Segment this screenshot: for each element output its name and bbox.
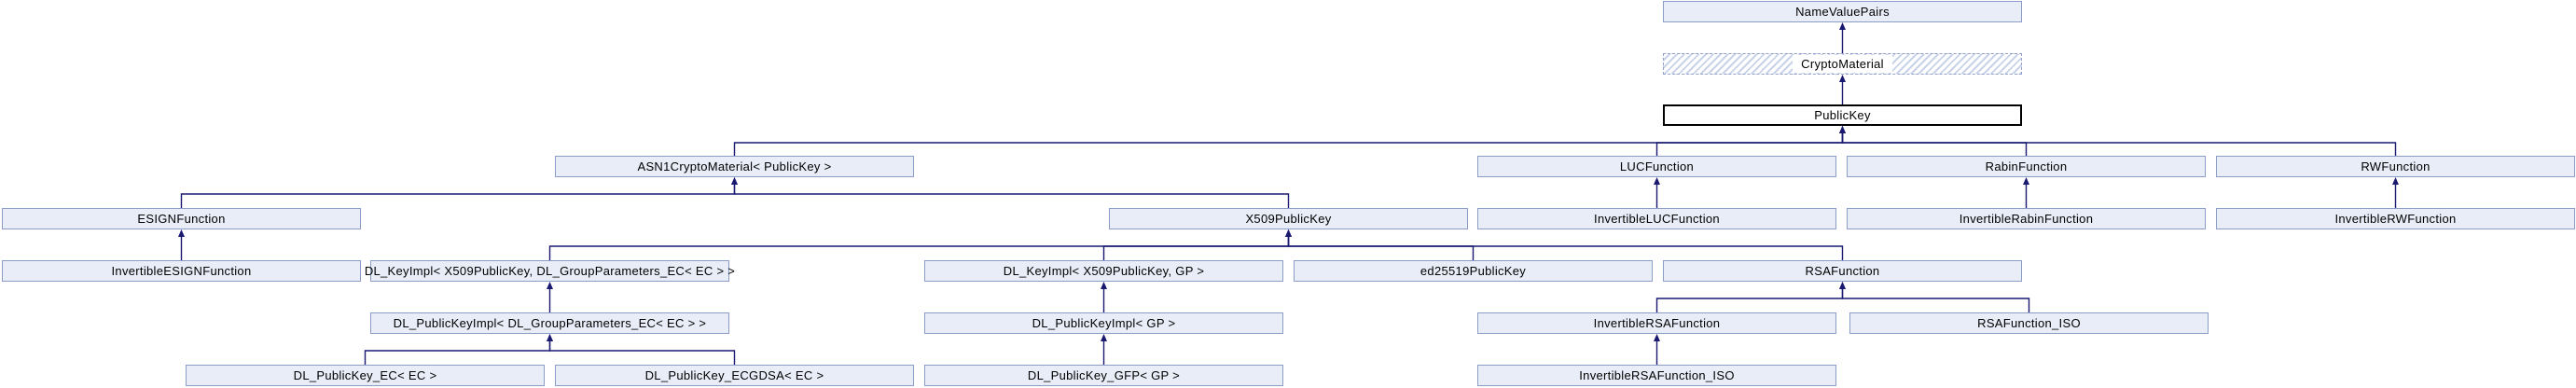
class-node-label: CryptoMaterial xyxy=(1793,55,1892,73)
inheritance-arrowhead xyxy=(1654,334,1660,341)
class-node-dl-publickey-ecgdsa[interactable]: DL_PublicKey_ECGDSA< EC > xyxy=(555,365,914,386)
class-node-label: RSAFunction xyxy=(1805,264,1880,278)
inheritance-arrowhead xyxy=(547,334,553,341)
inheritance-edge xyxy=(1655,132,1844,156)
class-node-invertible-rw-function[interactable]: InvertibleRWFunction xyxy=(2216,208,2575,229)
class-node-label: InvertibleLUCFunction xyxy=(1594,212,1720,226)
class-node-label: DL_KeyImpl< X509PublicKey, GP > xyxy=(1003,264,1205,278)
class-node-label: RabinFunction xyxy=(1985,159,2068,173)
class-node-rsa-function-iso[interactable]: RSAFunction_ISO xyxy=(1849,312,2209,334)
class-node-label: InvertibleRWFunction xyxy=(2334,212,2457,226)
class-node-dl-publickey-ec[interactable]: DL_PublicKey_EC< EC > xyxy=(186,365,545,386)
inheritance-arrowhead xyxy=(1101,334,1107,341)
inheritance-edge xyxy=(733,132,1844,156)
class-node-invertible-rsa-function[interactable]: InvertibleRSAFunction xyxy=(1477,312,1836,334)
inheritance-arrowhead xyxy=(1839,282,1846,289)
inheritance-arrowhead xyxy=(2392,177,2399,185)
class-node-x509-public-key[interactable]: X509PublicKey xyxy=(1109,208,1468,229)
inheritance-edge xyxy=(1287,236,1844,260)
class-node-label: DL_PublicKey_GFP< GP > xyxy=(1027,368,1181,382)
class-node-label: ed25519PublicKey xyxy=(1420,264,1527,278)
inheritance-arrowhead xyxy=(1101,282,1107,289)
class-node-label: ESIGNFunction xyxy=(137,212,226,226)
inheritance-arrowhead xyxy=(1285,229,1292,237)
class-node-dl-publickeyimpl-ec[interactable]: DL_PublicKeyImpl< DL_GroupParameters_EC<… xyxy=(370,312,729,334)
class-node-dl-publickey-gfp[interactable]: DL_PublicKey_GFP< GP > xyxy=(924,365,1283,386)
class-node-label: DL_PublicKey_ECGDSA< EC > xyxy=(644,368,824,382)
inheritance-edge xyxy=(1655,288,1844,312)
class-node-invertible-esign-function[interactable]: InvertibleESIGNFunction xyxy=(2,260,361,282)
class-node-label: LUCFunction xyxy=(1619,159,1695,173)
class-node-label: ASN1CryptoMaterial< PublicKey > xyxy=(637,159,832,173)
class-node-dl-keyimpl-gp[interactable]: DL_KeyImpl< X509PublicKey, GP > xyxy=(924,260,1283,282)
class-node-label: NameValuePairs xyxy=(1795,5,1890,19)
class-node-label: PublicKey xyxy=(1814,108,1871,122)
class-node-name-value-pairs[interactable]: NameValuePairs xyxy=(1663,1,2022,22)
inheritance-arrowhead xyxy=(1839,75,1846,82)
inheritance-edge xyxy=(1287,236,1475,260)
class-node-ed25519-public-key[interactable]: ed25519PublicKey xyxy=(1294,260,1653,282)
inheritance-edge xyxy=(1102,236,1290,260)
class-node-label: RSAFunction_ISO xyxy=(1977,316,2081,330)
class-node-label: DL_PublicKeyImpl< DL_GroupParameters_EC<… xyxy=(393,316,707,330)
inheritance-arrowhead xyxy=(178,229,185,237)
class-node-invertible-luc-function[interactable]: InvertibleLUCFunction xyxy=(1477,208,1836,229)
class-node-dl-publickeyimpl-gp[interactable]: DL_PublicKeyImpl< GP > xyxy=(924,312,1283,334)
inheritance-edge xyxy=(548,236,1290,260)
inheritance-edge xyxy=(180,184,736,208)
inheritance-edge xyxy=(364,340,551,365)
class-node-label: DL_PublicKeyImpl< GP > xyxy=(1032,316,1176,330)
class-node-label: InvertibleRSAFunction_ISO xyxy=(1579,368,1735,382)
class-node-public-key: PublicKey xyxy=(1663,104,2022,126)
class-node-rw-function[interactable]: RWFunction xyxy=(2216,156,2575,177)
class-node-label: InvertibleRabinFunction xyxy=(1959,212,2094,226)
class-node-esign-function[interactable]: ESIGNFunction xyxy=(2,208,361,229)
class-node-asn1-crypto-material[interactable]: ASN1CryptoMaterial< PublicKey > xyxy=(555,156,914,177)
class-node-dl-keyimpl-ec[interactable]: DL_KeyImpl< X509PublicKey, DL_GroupParam… xyxy=(365,260,735,282)
class-node-crypto-material[interactable]: CryptoMaterial xyxy=(1663,53,2022,75)
class-node-invertible-rabin-function[interactable]: InvertibleRabinFunction xyxy=(1847,208,2206,229)
class-node-label: InvertibleESIGNFunction xyxy=(111,264,252,278)
inheritance-arrowhead xyxy=(547,282,553,289)
class-node-rsa-function[interactable]: RSAFunction xyxy=(1663,260,2022,282)
class-node-luc-function[interactable]: LUCFunction xyxy=(1477,156,1836,177)
inheritance-arrowhead xyxy=(2023,177,2029,185)
class-node-label: InvertibleRSAFunction xyxy=(1593,316,1721,330)
inheritance-arrowhead xyxy=(1654,177,1660,185)
inheritance-edge xyxy=(548,340,736,365)
inheritance-edge xyxy=(733,184,1290,208)
class-node-label: DL_KeyImpl< X509PublicKey, DL_GroupParam… xyxy=(364,264,736,278)
class-node-rabin-function[interactable]: RabinFunction xyxy=(1847,156,2206,177)
inheritance-arrowhead xyxy=(1839,22,1846,30)
inheritance-arrowhead xyxy=(1839,126,1846,133)
class-node-label: X509PublicKey xyxy=(1245,212,1332,226)
inheritance-edge xyxy=(1841,288,2030,312)
inheritance-arrowhead xyxy=(731,177,738,185)
inheritance-edge xyxy=(1841,132,2028,156)
class-node-label: DL_PublicKey_EC< EC > xyxy=(293,368,437,382)
inheritance-edge xyxy=(1841,132,2397,156)
class-node-label: RWFunction xyxy=(2361,159,2431,173)
class-node-invertible-rsa-function-iso[interactable]: InvertibleRSAFunction_ISO xyxy=(1477,365,1836,386)
